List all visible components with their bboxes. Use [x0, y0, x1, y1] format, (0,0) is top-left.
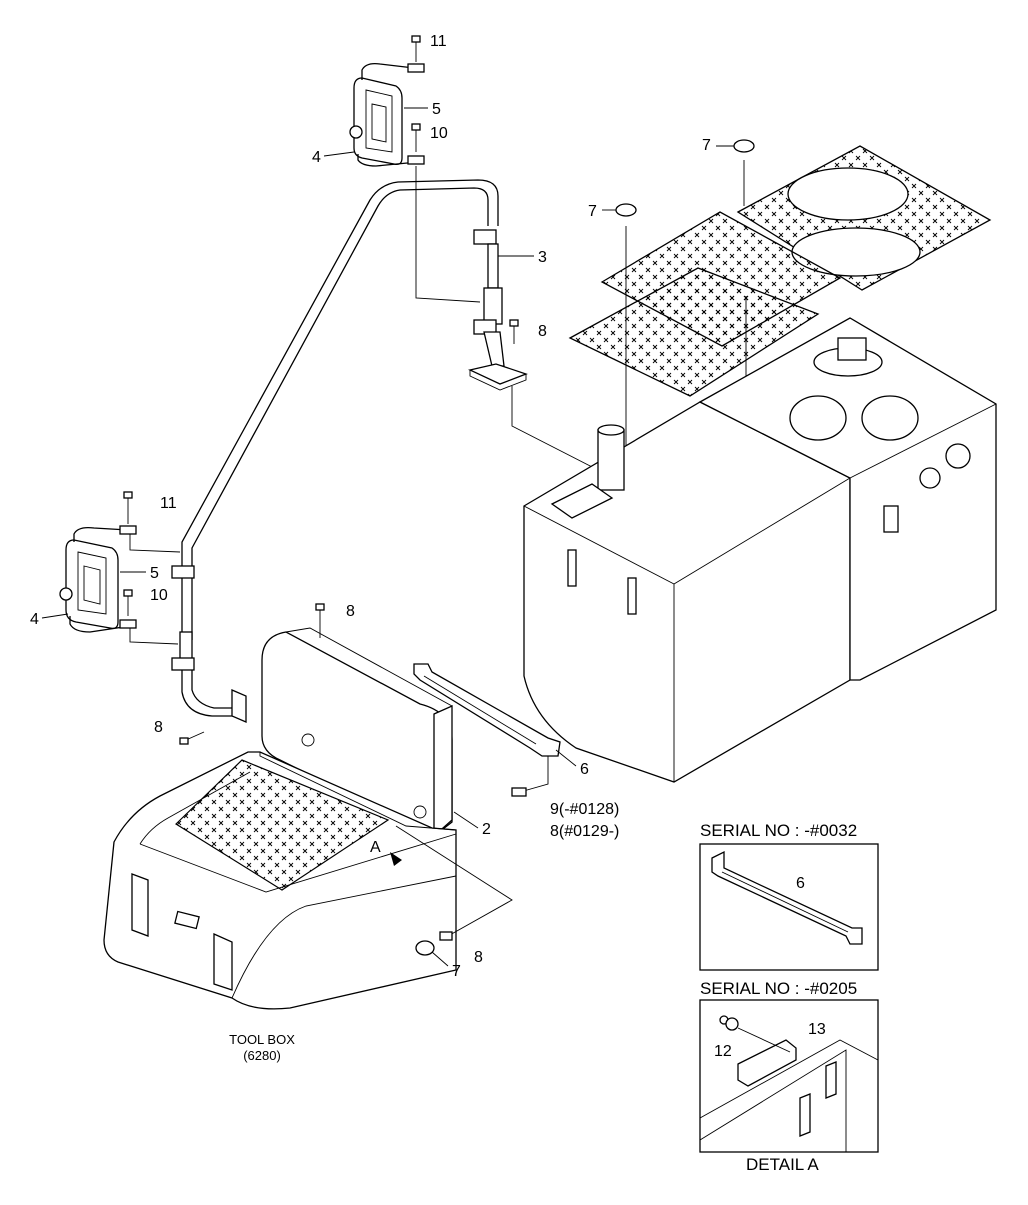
callout-8-stand: 8 — [538, 323, 547, 340]
callout-5-top: 5 — [432, 101, 441, 118]
callout-7-top1: 7 — [702, 137, 711, 154]
detail-a-caption: DETAIL A — [746, 1155, 819, 1174]
callout-a: A — [370, 839, 381, 856]
inset2-title: SERIAL NO : -#0205 — [700, 979, 857, 998]
callout-8-alt: 8(#0129-) — [550, 823, 619, 840]
tool-box — [103, 751, 513, 1010]
inset-serial-0032: SERIAL NO : -#0032 6 — [699, 821, 879, 971]
toolbox-label-line2: (6280) — [243, 1048, 281, 1063]
tool-box-caption: TOOL BOX (6280) — [229, 1032, 295, 1063]
callout-11-top: 11 — [430, 33, 447, 50]
callout-6: 6 — [580, 761, 589, 778]
callout-2: 2 — [482, 821, 491, 838]
seat-back — [261, 603, 453, 838]
callout-labels: 11 5 10 4 3 8 7 7 11 5 10 4 8 8 6 9(-#01… — [30, 33, 734, 980]
callout-5-left: 5 — [150, 565, 159, 582]
inset2-part-13: 13 — [808, 1021, 826, 1038]
callout-10-left: 10 — [150, 587, 168, 604]
callout-4-left: 4 — [30, 611, 39, 628]
inset-serial-0205: SERIAL NO : -#0205 13 12 DETAIL A — [699, 979, 879, 1174]
callout-7-bottom: 7 — [452, 963, 461, 980]
callout-8-seat: 8 — [346, 603, 355, 620]
callout-8-bottom: 8 — [474, 949, 483, 966]
inset1-title: SERIAL NO : -#0032 — [700, 821, 857, 840]
top-mirror — [349, 35, 425, 167]
inset1-part-6: 6 — [796, 875, 805, 892]
callout-8-pipe: 8 — [154, 719, 163, 736]
callout-4-top: 4 — [312, 149, 321, 166]
callout-3: 3 — [538, 249, 547, 266]
callout-10-top: 10 — [430, 125, 448, 142]
callout-7-top2: 7 — [588, 203, 597, 220]
mirror-stand — [181, 166, 599, 640]
toolbox-label-line1: TOOL BOX — [229, 1032, 295, 1047]
inset2-part-12: 12 — [714, 1043, 732, 1060]
callout-9: 9(-#0128) — [550, 801, 619, 818]
stay-bar — [413, 663, 561, 797]
left-mirror — [59, 491, 247, 745]
callout-11-left: 11 — [160, 495, 177, 512]
tank-assembly — [523, 139, 997, 783]
